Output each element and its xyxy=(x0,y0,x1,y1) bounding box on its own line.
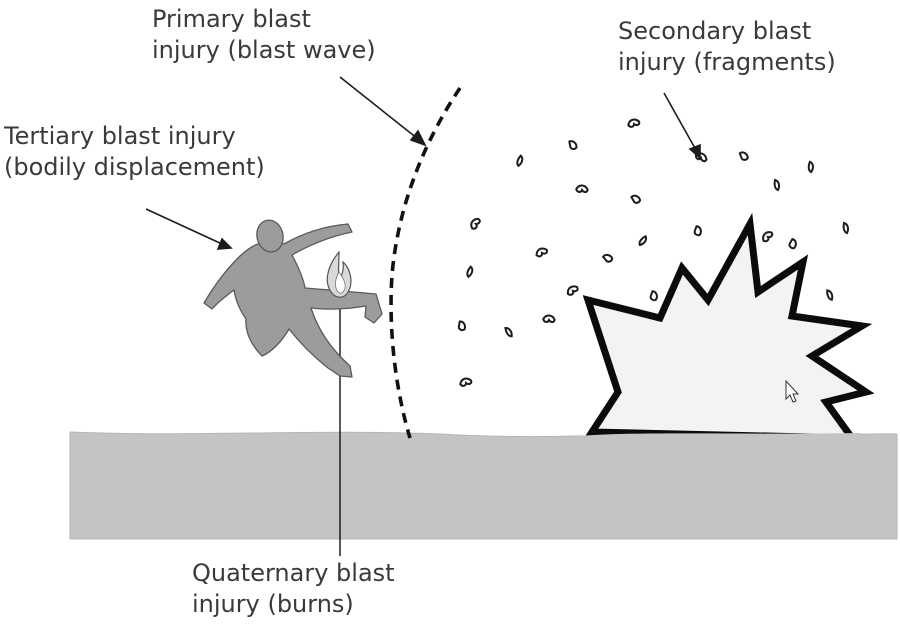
fragment-icon xyxy=(542,314,556,324)
fragment-icon xyxy=(466,265,474,279)
fragment-icon xyxy=(649,290,658,302)
quaternary-blast-label: Quaternary blast injury (burns) xyxy=(192,558,395,620)
secondary-blast-label: Secondary blast injury (fragments) xyxy=(618,16,836,78)
fragment-icon xyxy=(470,217,481,230)
fragment-icon xyxy=(738,151,749,161)
fragment-icon xyxy=(457,320,466,332)
flame-icon xyxy=(326,250,352,298)
fragment-icon xyxy=(638,234,648,247)
fragment-icon xyxy=(535,247,548,258)
fragment-icon xyxy=(693,225,702,237)
tertiary-blast-label: Tertiary blast injury (bodily displaceme… xyxy=(4,121,265,183)
primary-arrow-line xyxy=(339,76,419,140)
quaternary-blast-label-line1: Quaternary blast xyxy=(192,559,395,587)
fragment-icon xyxy=(575,184,589,194)
secondary-blast-label-line1: Secondary blast xyxy=(618,17,812,45)
explosion-burst-icon xyxy=(582,212,875,442)
fragment-icon xyxy=(762,231,774,243)
fragment-icon xyxy=(630,194,642,204)
fragment-icon xyxy=(459,377,473,387)
tertiary-blast-label-line2: (bodily displacement) xyxy=(4,153,265,181)
fragment-icon xyxy=(516,154,524,168)
tertiary-blast-label-line1: Tertiary blast injury xyxy=(4,122,236,150)
fragment-icon xyxy=(807,160,814,174)
ground-slab xyxy=(69,431,898,540)
person-silhouette-icon xyxy=(203,219,383,378)
primary-blast-label: Primary blast injury (blast wave) xyxy=(152,4,376,66)
secondary-blast-label-line2: injury (fragments) xyxy=(618,48,836,76)
fragment-icon xyxy=(788,237,797,250)
fragment-icon xyxy=(566,285,579,296)
secondary-arrow-line xyxy=(663,92,697,151)
fragment-icon xyxy=(694,152,708,163)
fragment-icon xyxy=(826,289,834,301)
tertiary-arrow-line xyxy=(145,208,223,245)
fragment-icon xyxy=(601,253,614,263)
quaternary-blast-label-line2: injury (burns) xyxy=(192,590,354,618)
fragment-icon xyxy=(842,221,849,235)
secondary-arrowhead xyxy=(688,143,701,160)
primary-arrowhead xyxy=(409,129,427,147)
fragment-icon xyxy=(568,140,578,150)
primary-blast-label-line1: Primary blast xyxy=(152,5,311,33)
leader-arrows xyxy=(145,76,701,250)
fragment-icon xyxy=(504,326,513,338)
blast-wave-line xyxy=(389,86,462,439)
ground-overlap xyxy=(580,433,860,446)
tertiary-arrowhead xyxy=(216,237,233,250)
fragments-group xyxy=(457,118,849,387)
primary-blast-label-line2: injury (blast wave) xyxy=(152,36,376,64)
fragment-icon xyxy=(627,118,641,128)
mouse-pointer-icon xyxy=(785,379,800,403)
fragment-icon xyxy=(773,178,780,192)
